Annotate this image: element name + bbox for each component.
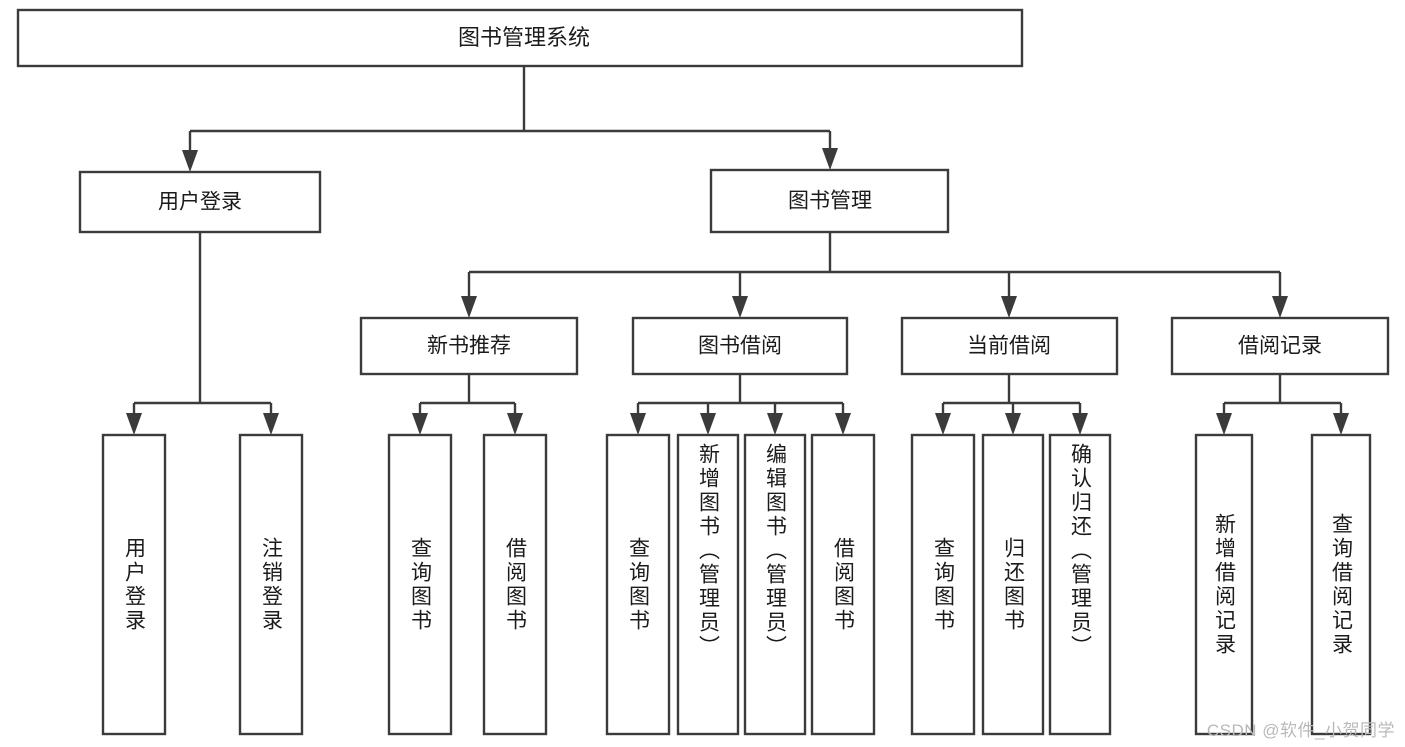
leaf-box-query-book-brw[interactable] xyxy=(605,433,671,736)
node-user-login-label: 用户登录 xyxy=(158,191,242,214)
connector-group-user-login xyxy=(126,232,279,435)
arrow-book-borrow-to-add-book xyxy=(700,413,716,435)
connector-group-root xyxy=(182,66,838,172)
node-book-management-box[interactable] xyxy=(709,168,950,234)
node-book-borrowing[interactable]: 图书借阅 xyxy=(631,316,849,376)
connector-group-book-borrow xyxy=(630,374,851,435)
leaf-box-add-book-admin[interactable] xyxy=(676,433,740,736)
leaf-boxes-group xyxy=(101,433,1372,736)
leaf-box-borrow-book-brw[interactable] xyxy=(810,433,876,736)
node-root-box[interactable] xyxy=(16,8,1024,68)
connector-borrow-record-trunk xyxy=(1222,374,1343,418)
arrow-current-borrow-to-confirm-return xyxy=(1072,413,1088,435)
csdn-watermark: CSDN @软件_小贺同学 xyxy=(1206,721,1395,740)
arrow-borrow-record-to-query-record xyxy=(1333,413,1349,435)
arrow-borrow-record-to-add-record xyxy=(1216,413,1232,435)
connector-group-new-book-rec xyxy=(412,374,523,435)
node-new-book-recommendation[interactable]: 新书推荐 xyxy=(359,316,579,376)
node-book-borrowing-box[interactable] xyxy=(631,316,849,376)
arrow-book-mgmt-to-current-borrow xyxy=(1001,296,1017,318)
node-book-management[interactable]: 图书管理 xyxy=(709,168,950,234)
leaf-box-add-record[interactable] xyxy=(1194,433,1254,736)
connector-root-trunk xyxy=(188,66,832,155)
arrow-current-borrow-to-query-book xyxy=(935,413,951,435)
node-new-book-recommendation-label: 新书推荐 xyxy=(427,335,511,358)
connector-book-borrow-trunk xyxy=(636,374,845,418)
arrow-user-login-to-logout xyxy=(263,413,279,435)
arrow-root-to-book-mgmt xyxy=(822,148,838,170)
connector-book-mgmt-trunk xyxy=(467,232,1282,301)
leaf-box-return-book[interactable] xyxy=(981,433,1045,736)
node-book-borrowing-label: 图书借阅 xyxy=(698,335,782,358)
node-current-borrowing-box[interactable] xyxy=(900,316,1119,376)
arrow-book-borrow-to-borrow-book xyxy=(835,413,851,435)
node-borrowing-record-label: 借阅记录 xyxy=(1238,335,1322,358)
connector-group-current-borrow xyxy=(935,374,1088,435)
leaf-box-edit-book-admin[interactable] xyxy=(743,433,807,736)
node-borrowing-record-box[interactable] xyxy=(1170,316,1390,376)
node-current-borrowing-label: 当前借阅 xyxy=(967,335,1051,358)
arrow-book-mgmt-to-new-book-rec xyxy=(461,296,477,318)
connector-current-borrow-trunk xyxy=(941,374,1082,418)
arrow-root-to-user-login xyxy=(182,150,198,172)
arrow-book-borrow-to-query-book xyxy=(630,413,646,435)
arrow-new-book-rec-to-query-book xyxy=(412,413,428,435)
leaf-box-borrow-book-rec[interactable] xyxy=(482,433,548,736)
leaf-box-query-record[interactable] xyxy=(1310,433,1372,736)
arrow-book-mgmt-to-borrow-record xyxy=(1272,296,1288,318)
leaf-box-query-book-cur[interactable] xyxy=(910,433,976,736)
node-root[interactable]: 图书管理系统 xyxy=(16,8,1024,68)
arrow-book-borrow-to-edit-book xyxy=(767,413,783,435)
node-borrowing-record[interactable]: 借阅记录 xyxy=(1170,316,1390,376)
connector-user-login-trunk xyxy=(132,232,273,418)
leaf-box-query-book-rec[interactable] xyxy=(387,433,453,736)
node-root-label: 图书管理系统 xyxy=(458,25,590,50)
arrow-book-mgmt-to-book-borrow xyxy=(732,296,748,318)
node-book-management-label: 图书管理 xyxy=(788,190,872,213)
connector-group-borrow-record xyxy=(1216,374,1349,435)
node-user-login-box[interactable] xyxy=(78,170,322,234)
leaf-box-logout[interactable] xyxy=(238,433,304,736)
arrow-new-book-rec-to-borrow-book xyxy=(507,413,523,435)
node-user-login[interactable]: 用户登录 xyxy=(78,170,322,234)
connector-group-book-mgmt xyxy=(461,232,1288,318)
leaf-box-confirm-return[interactable] xyxy=(1048,433,1112,736)
leaf-box-user-login[interactable] xyxy=(101,433,167,736)
node-new-book-recommendation-box[interactable] xyxy=(359,316,579,376)
arrow-current-borrow-to-return-book xyxy=(1005,413,1021,435)
node-current-borrowing[interactable]: 当前借阅 xyxy=(900,316,1119,376)
connector-new-book-rec-trunk xyxy=(418,374,517,418)
arrow-user-login-to-login xyxy=(126,413,142,435)
